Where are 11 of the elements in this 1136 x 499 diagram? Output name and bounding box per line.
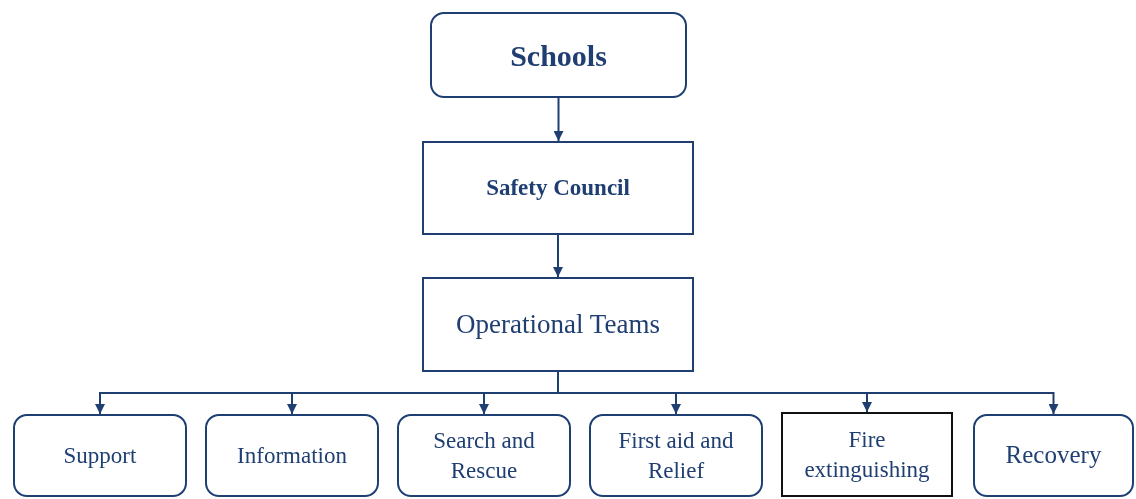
team-box: Recovery <box>973 414 1134 497</box>
process-box: Safety Council <box>422 141 694 235</box>
process-box: Operational Teams <box>422 277 694 372</box>
team-box: Search and Rescue <box>397 414 571 497</box>
team-box: First aid and Relief <box>589 414 763 497</box>
arrow <box>553 97 564 142</box>
arrow <box>553 234 563 278</box>
team-box: Information <box>205 414 379 497</box>
team-box: Support <box>13 414 187 497</box>
title-box: Schools <box>430 12 687 98</box>
team-box: Fire extinguishing <box>781 412 953 497</box>
